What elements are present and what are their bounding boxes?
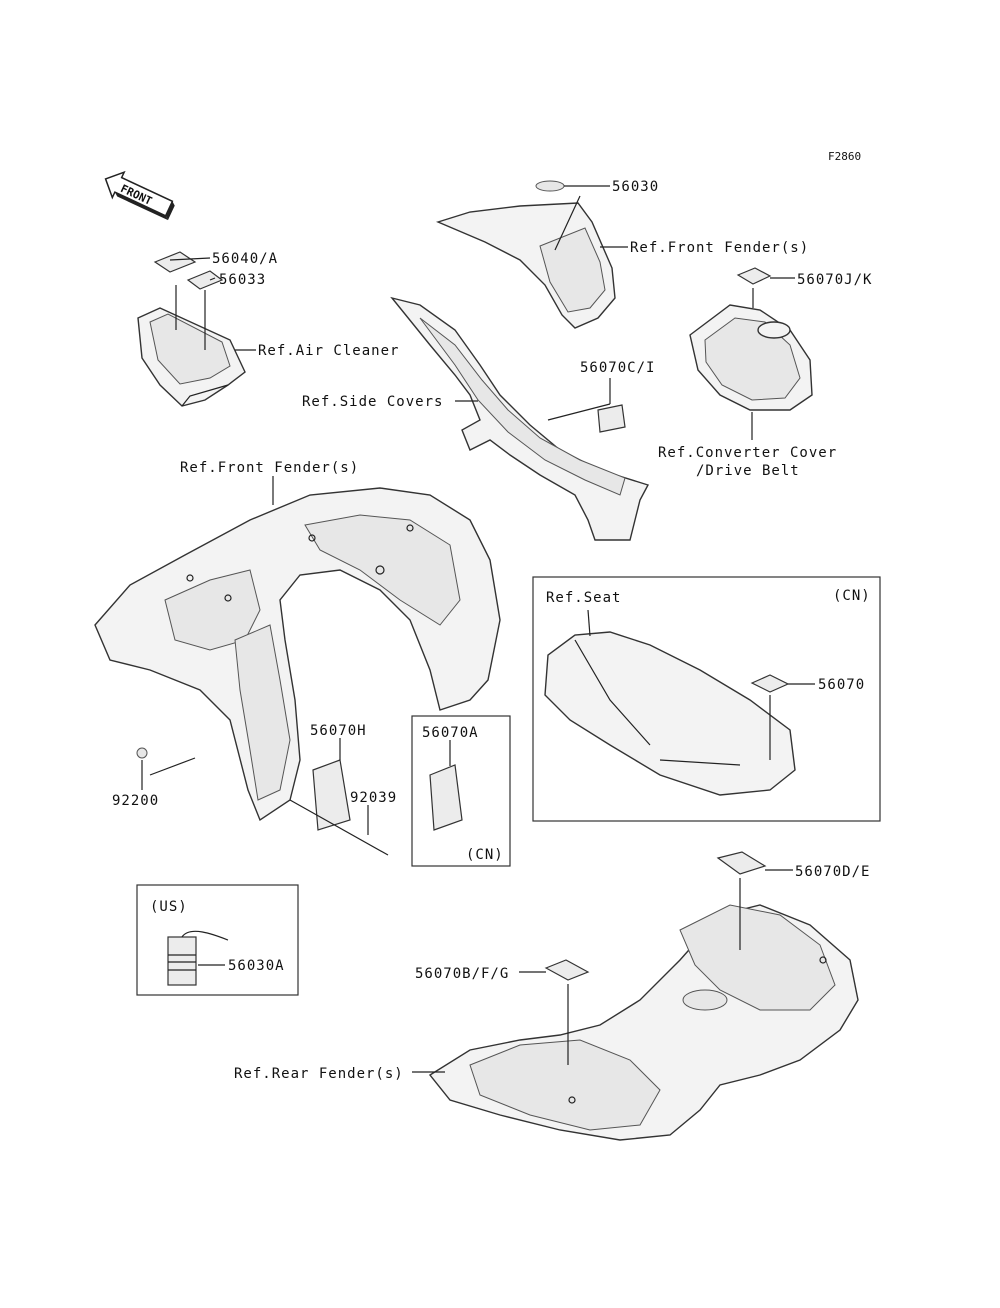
label-56033-text: 56033 bbox=[219, 272, 266, 288]
label-56070 bbox=[750, 674, 790, 693]
label-56070jk-text: 56070J/K bbox=[797, 272, 872, 288]
label-56070a-text: 56070A bbox=[422, 725, 479, 741]
air-cleaner-cover bbox=[137, 251, 246, 407]
label-56070bfg-text: 56070B/F/G bbox=[415, 966, 509, 982]
cn-box-text: (CN) bbox=[466, 847, 504, 863]
label-56070h-text: 56070H bbox=[310, 723, 367, 739]
label-56030a-text: 56030A bbox=[228, 958, 285, 974]
us-box-text: (US) bbox=[150, 899, 188, 915]
label-92200-text: 92200 bbox=[112, 793, 159, 809]
box-seat-cn bbox=[532, 576, 881, 822]
cn-seat-text: (CN) bbox=[833, 588, 871, 604]
box-56070a-cn bbox=[411, 715, 511, 867]
label-92039-text: 92039 bbox=[350, 790, 397, 806]
ref-air-cleaner-text: Ref.Air Cleaner bbox=[258, 343, 399, 359]
label-56030-text: 56030 bbox=[612, 179, 659, 195]
label-56040a-text: 56040/A bbox=[212, 251, 278, 267]
figure-code: F2860 bbox=[828, 150, 861, 163]
side-cover bbox=[390, 296, 650, 541]
seat bbox=[544, 631, 796, 796]
label-56070de-text: 56070D/E bbox=[795, 864, 870, 880]
clip-92200 bbox=[136, 747, 148, 759]
front-fender-upper bbox=[435, 180, 616, 329]
converter-cap bbox=[757, 321, 791, 339]
label-56070ci bbox=[597, 404, 626, 433]
ref-front-fender-mid-text: Ref.Front Fender(s) bbox=[180, 460, 359, 476]
ref-seat-text: Ref.Seat bbox=[546, 590, 621, 606]
converter-cover bbox=[689, 267, 813, 411]
tag-56030a bbox=[167, 930, 229, 986]
label-56070bfg bbox=[544, 959, 590, 981]
label-56070a bbox=[429, 764, 463, 831]
ref-side-covers-text: Ref.Side Covers bbox=[302, 394, 443, 410]
label-56040a bbox=[153, 251, 197, 273]
ref-converter-cover-text-2: /Drive Belt bbox=[696, 463, 800, 479]
ref-front-fender-top-text: Ref.Front Fender(s) bbox=[630, 240, 809, 256]
label-56070ci-text: 56070C/I bbox=[580, 360, 655, 376]
tie-92039 bbox=[289, 799, 389, 856]
rear-fender bbox=[428, 904, 859, 1141]
label-56070-text: 56070 bbox=[818, 677, 865, 693]
label-56070jk bbox=[736, 267, 772, 285]
label-56070h bbox=[312, 759, 351, 831]
ref-rear-fender-text: Ref.Rear Fender(s) bbox=[234, 1066, 404, 1082]
label-56033 bbox=[186, 270, 224, 290]
front-arrow-icon: FRONT bbox=[104, 170, 175, 221]
box-56030a-us bbox=[136, 884, 299, 996]
label-56070de bbox=[716, 851, 767, 875]
grommet-56030 bbox=[535, 180, 565, 192]
front-fender-main bbox=[94, 487, 501, 822]
ref-converter-cover-text-1: Ref.Converter Cover bbox=[658, 445, 837, 461]
